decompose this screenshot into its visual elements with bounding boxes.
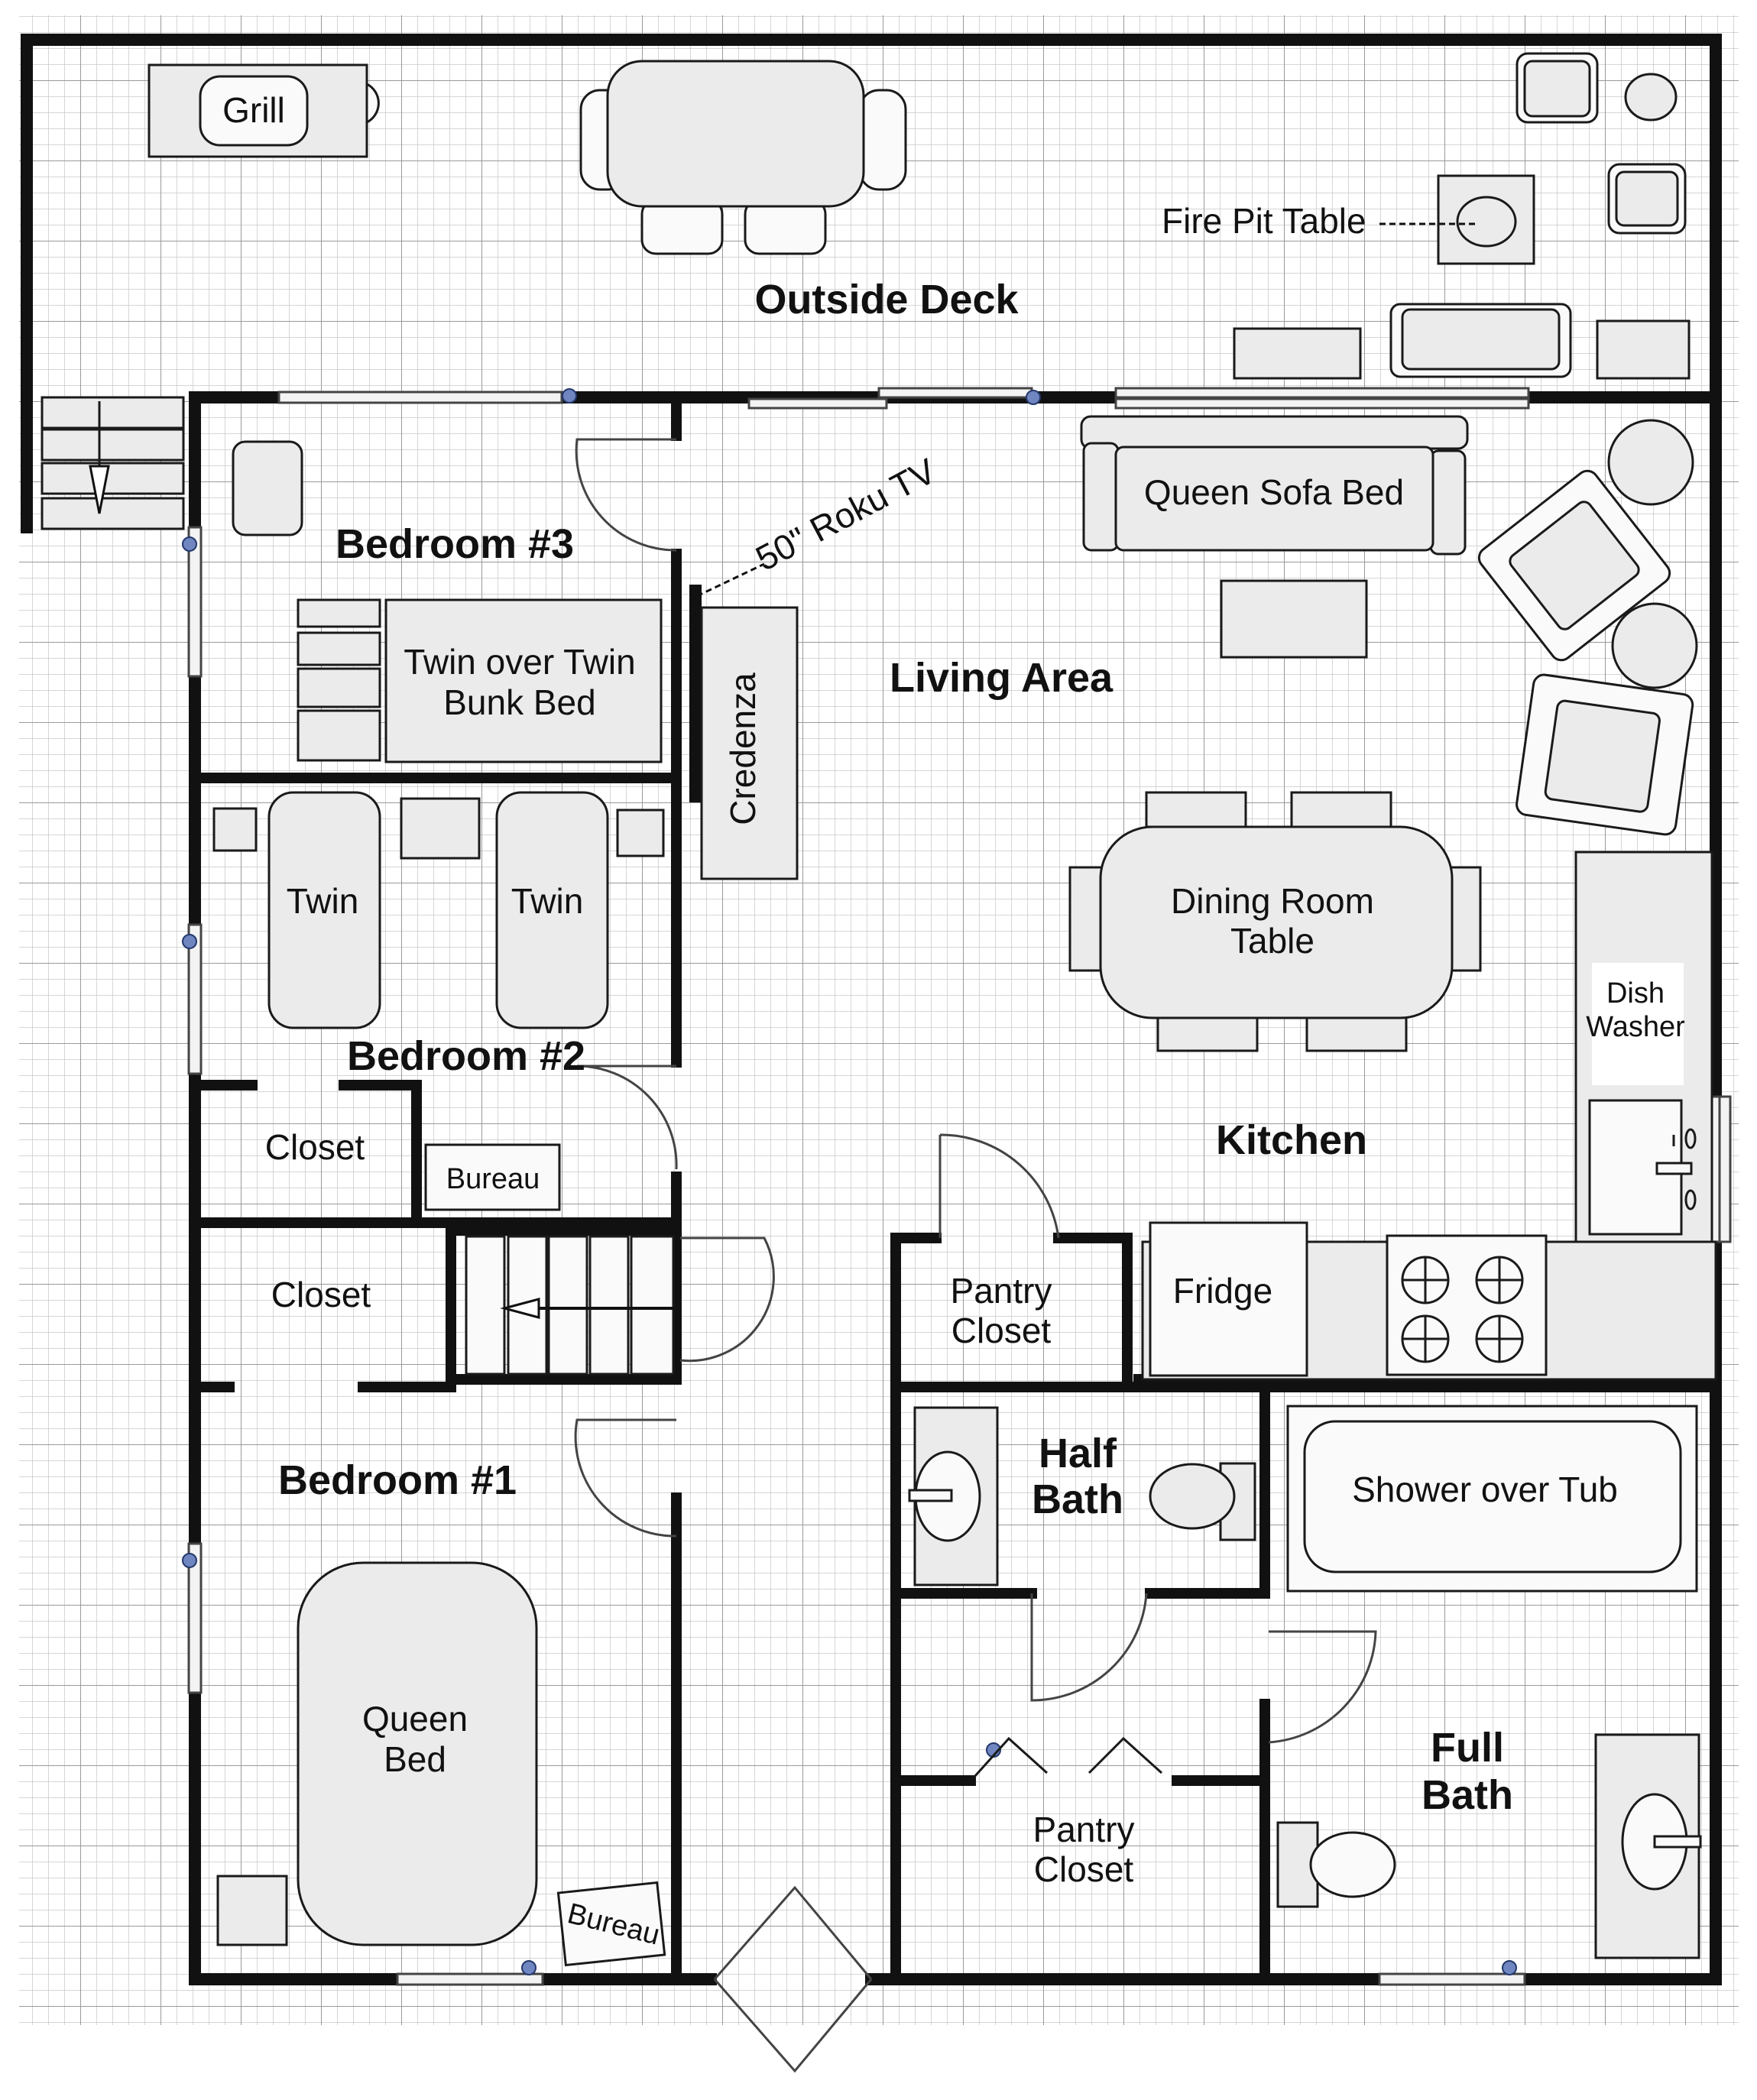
sofa-bed-label: Queen Sofa Bed xyxy=(1144,472,1404,512)
full-bath-line1: Full xyxy=(1431,1725,1504,1771)
closet-b2-label: Closet xyxy=(265,1127,365,1167)
bedroom1-furniture xyxy=(216,1561,666,1967)
kitchen-label: Kitchen xyxy=(1216,1117,1367,1163)
exterior-walls xyxy=(21,34,1722,1985)
shower-label: Shower over Tub xyxy=(1352,1470,1618,1509)
half-bath-line1: Half xyxy=(1039,1431,1117,1476)
tv-credenza xyxy=(689,562,799,880)
bedroom1-label: Bedroom #1 xyxy=(278,1457,517,1503)
living-furniture xyxy=(1068,415,1698,1052)
pantry-top-line2: Closet xyxy=(951,1311,1052,1350)
windows xyxy=(182,387,1732,1986)
bedroom2-furniture xyxy=(212,791,665,1211)
pantry-bot-line1: Pantry xyxy=(1033,1810,1135,1849)
dining-line1: Dining Room xyxy=(1171,881,1374,921)
dining-line2: Table xyxy=(1230,921,1315,961)
fire-pit-label: Fire Pit Table xyxy=(1162,201,1366,241)
fridge-label: Fridge xyxy=(1173,1271,1272,1311)
bunk-bed-line2: Bunk Bed xyxy=(443,682,595,722)
outside-deck-label: Outside Deck xyxy=(754,277,1019,322)
bedroom3-label: Bedroom #3 xyxy=(336,521,574,567)
living-area-label: Living Area xyxy=(890,655,1114,701)
doors xyxy=(574,438,1377,2073)
closet-mid-label: Closet xyxy=(271,1275,371,1314)
deck-furniture xyxy=(41,52,1691,530)
bunk-bed-line1: Twin over Twin xyxy=(404,642,635,682)
kitchen-furniture xyxy=(1141,851,1717,1381)
twin-left-label: Twin xyxy=(287,881,359,921)
pantry-top-line1: Pantry xyxy=(951,1271,1052,1311)
pantry-bot-line2: Closet xyxy=(1034,1849,1134,1889)
dish-line2: Washer xyxy=(1586,1011,1685,1043)
interior-stairs xyxy=(465,1235,680,1376)
queen-bed-line2: Bed xyxy=(384,1739,446,1779)
bureau-b2-label: Bureau xyxy=(446,1163,540,1195)
bedroom3-furniture xyxy=(232,440,663,763)
half-bath-line2: Bath xyxy=(1032,1476,1123,1522)
bedroom2-label: Bedroom #2 xyxy=(347,1033,585,1079)
dish-line1: Dish xyxy=(1606,977,1665,1009)
bath-fixtures xyxy=(908,1405,1702,1959)
twin-right-label: Twin xyxy=(511,881,584,921)
queen-bed-line1: Queen xyxy=(362,1699,468,1739)
grill-label: Grill xyxy=(222,90,285,130)
full-bath-line2: Bath xyxy=(1421,1772,1513,1818)
credenza-label: Credenza xyxy=(723,672,763,825)
